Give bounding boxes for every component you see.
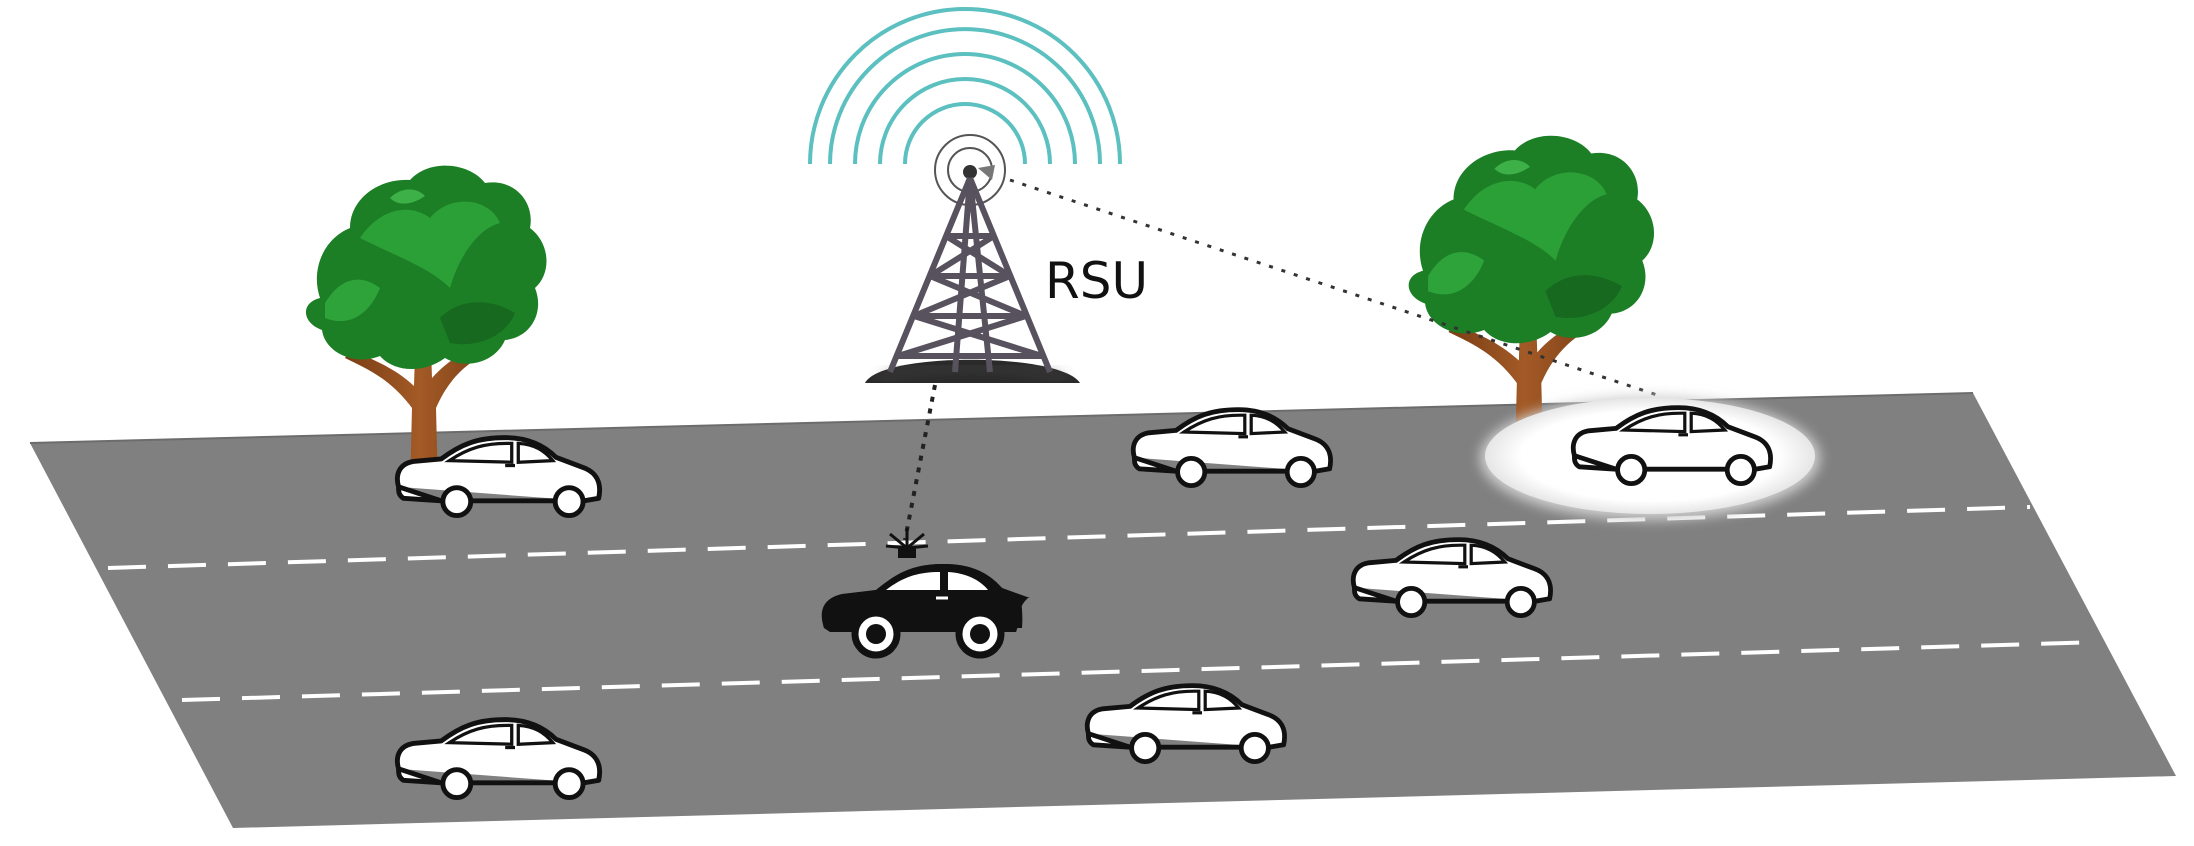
rsu-label: RSU [1045, 252, 1148, 310]
highlighted-vehicle [1480, 396, 1820, 520]
communication-links [903, 178, 1661, 541]
link-rsu-emergency-car [903, 384, 937, 541]
lane-markings [107, 505, 2101, 702]
police-car-icon [821, 528, 1030, 659]
road [29, 392, 2176, 828]
radio-tower-icon [808, 7, 1122, 383]
